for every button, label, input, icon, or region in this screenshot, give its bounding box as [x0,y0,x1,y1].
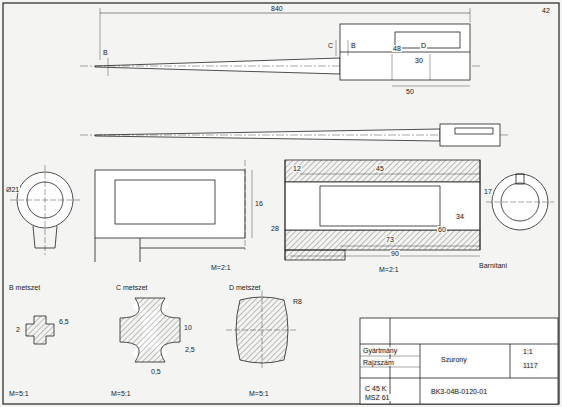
dimension-label: 1:1 [522,348,534,355]
dimension-label: M=2:1 [210,264,232,271]
dimension-label: 2,5 [184,346,196,353]
dimension-label: Ø21 [5,186,20,193]
dimension-label: 50 [405,88,415,95]
dimension-label: 16 [254,200,264,207]
dimension-label: Gyártmány [362,347,398,354]
dimension-label: BK3-04B-0120-01 [430,388,488,395]
dimension-label: M=5:1 [110,390,132,397]
dimension-label: 30 [414,57,424,64]
dimension-label: 840 [270,5,284,12]
dimension-label: M=5:1 [248,390,270,397]
dimension-label: 45 [375,165,385,172]
dimension-label: 28 [270,225,280,232]
dimension-label: 42 [541,7,551,14]
dimension-label: 73 [385,236,395,243]
dimension-label: 1117 [522,362,539,369]
dimension-label: M=2:1 [378,266,400,273]
dimension-label: B metszet [8,284,41,291]
dimension-label: R8 [292,298,303,305]
dimension-label: 6,5 [58,318,70,325]
dimension-label: Rajzszám [362,359,395,366]
dimension-label: C 45 K [364,385,387,392]
dimension-label: 10 [183,324,193,331]
dimension-label: C [327,42,334,49]
dimension-label: D metszet [228,284,262,291]
dimension-label: 2 [15,326,21,333]
dimension-label: 17 [483,188,493,195]
dimension-label: Barnítani [478,262,508,269]
dimension-label: B [102,49,109,56]
dimension-label: B [350,42,357,49]
dimension-label: Szurony [440,356,468,363]
dimension-label: 90 [390,250,400,257]
dimension-label: 12 [292,165,302,172]
dimension-label: MSZ 61 [364,394,391,401]
dimension-label: 48 [392,45,402,52]
dimension-label: 60 [437,226,447,233]
dimension-label: 0,5 [150,368,162,375]
dimension-label: C metszet [115,284,149,291]
dimension-label: M=5:1 [8,390,30,397]
dimension-label: D [420,42,427,49]
dimension-label: 34 [455,213,465,220]
